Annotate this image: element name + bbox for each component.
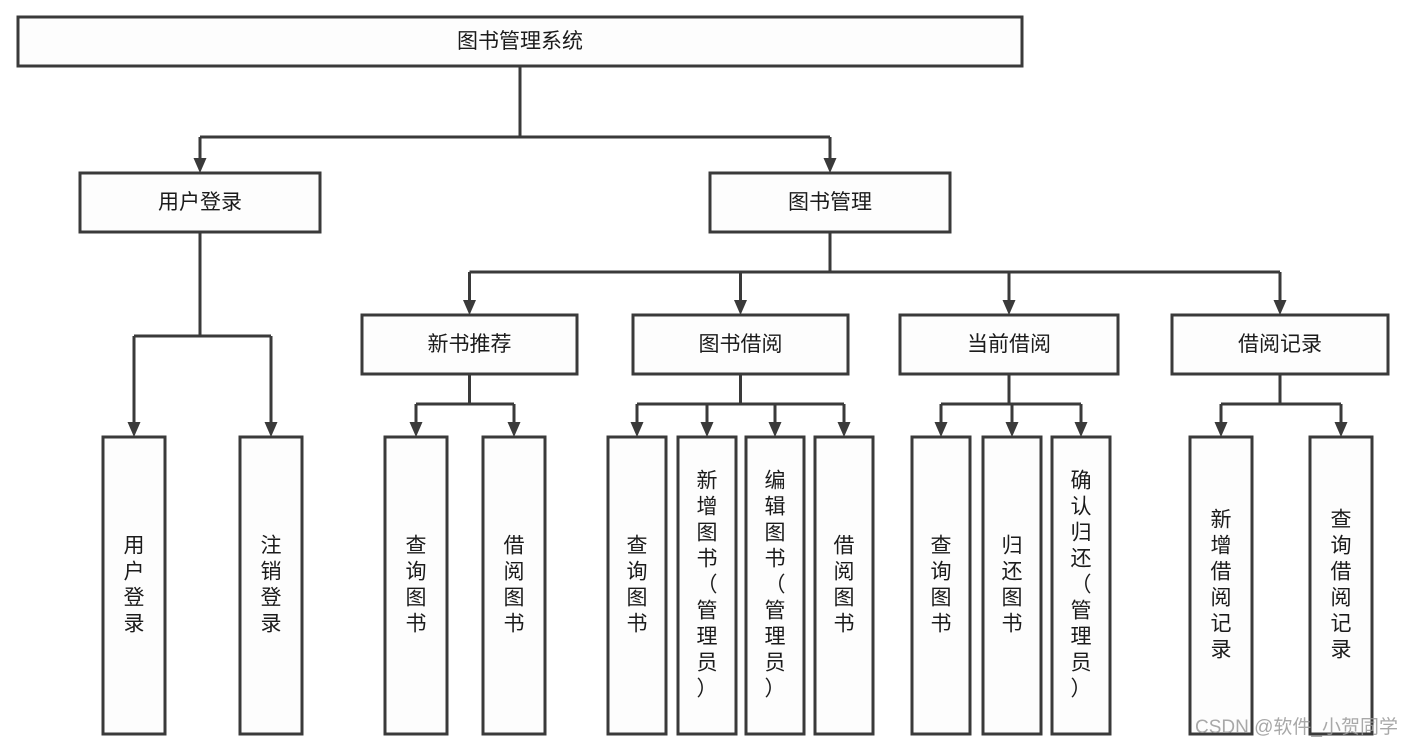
node-label: 借阅图书 [504, 534, 525, 635]
node-label: 新增借阅记录 [1211, 508, 1232, 661]
arrow-head [734, 300, 747, 315]
node-box [383, 435, 449, 736]
arrow-head [193, 158, 207, 173]
node-leaf-2[interactable]: 查询图书 [383, 435, 449, 736]
node-leaf-3[interactable]: 借阅图书 [481, 435, 547, 736]
node-label: 图书管理 [788, 191, 872, 214]
arrow-head [1334, 422, 1348, 437]
node-box [898, 313, 1120, 376]
node-leaf-7[interactable]: 借阅图书 [813, 435, 875, 736]
node-box [606, 435, 668, 736]
node-box [101, 435, 167, 736]
arrow-head [630, 422, 644, 437]
arrow-head [264, 422, 278, 437]
node-box [631, 313, 850, 376]
arrow-head [127, 422, 141, 437]
node-label: 图书借阅 [699, 333, 783, 356]
node-level2-2[interactable]: 当前借阅 [898, 313, 1120, 376]
node-label: 借阅记录 [1238, 333, 1322, 356]
node-layer: 图书管理系统用户登录图书管理新书推荐图书借阅当前借阅借阅记录用户登录注销登录查询… [16, 15, 1390, 736]
node-root[interactable]: 图书管理系统 [16, 15, 1024, 68]
node-leaf-4[interactable]: 查询图书 [606, 435, 668, 736]
node-label: 编辑图书（管理员） [765, 469, 786, 700]
node-label: 用户登录 [158, 191, 242, 214]
node-box [1188, 435, 1254, 736]
connector-layer [127, 66, 1348, 437]
node-level1-0[interactable]: 用户登录 [78, 171, 322, 234]
node-label: 当前借阅 [967, 333, 1051, 356]
node-leaf-10[interactable]: 确认归还（管理员） [1050, 435, 1112, 736]
node-level2-0[interactable]: 新书推荐 [360, 313, 579, 376]
node-box [744, 435, 806, 736]
arrow-head [409, 422, 423, 437]
node-leaf-6[interactable]: 编辑图书（管理员） [744, 435, 806, 736]
node-box [676, 435, 738, 736]
node-leaf-9[interactable]: 归还图书 [981, 435, 1043, 736]
arrow-head [823, 158, 837, 173]
node-label: 查询借阅记录 [1331, 508, 1352, 661]
node-box [1170, 313, 1390, 376]
node-label: 查询图书 [406, 534, 427, 635]
node-box [481, 435, 547, 736]
node-leaf-11[interactable]: 新增借阅记录 [1188, 435, 1254, 736]
node-box [78, 171, 322, 234]
node-box [1308, 435, 1374, 736]
node-label: 借阅图书 [834, 534, 855, 635]
node-box [910, 435, 972, 736]
node-label: 归还图书 [1002, 534, 1023, 635]
arrow-head [507, 422, 521, 437]
arrow-head [463, 300, 476, 315]
node-box [1050, 435, 1112, 736]
node-box [708, 171, 952, 234]
arrow-head [768, 422, 782, 437]
node-label: 注销登录 [261, 534, 282, 635]
arrow-head [1214, 422, 1228, 437]
arrow-head [837, 422, 851, 437]
node-box [813, 435, 875, 736]
node-box [238, 435, 304, 736]
arrow-head [934, 422, 948, 437]
node-leaf-5[interactable]: 新增图书（管理员） [676, 435, 738, 736]
node-leaf-1[interactable]: 注销登录 [238, 435, 304, 736]
arrow-head [1074, 422, 1088, 437]
csdn-watermark: CSDN @软件_小贺同学 [1195, 716, 1398, 738]
node-leaf-8[interactable]: 查询图书 [910, 435, 972, 736]
arrow-head [1002, 300, 1016, 315]
node-label: 查询图书 [627, 534, 648, 635]
node-box [360, 313, 579, 376]
node-leaf-0[interactable]: 用户登录 [101, 435, 167, 736]
node-label: 确认归还（管理员） [1071, 469, 1092, 700]
arrow-head [1005, 422, 1019, 437]
node-label: 新书推荐 [428, 333, 512, 356]
node-leaf-12[interactable]: 查询借阅记录 [1308, 435, 1374, 736]
node-label: 新增图书（管理员） [697, 469, 718, 700]
node-level2-1[interactable]: 图书借阅 [631, 313, 850, 376]
node-level2-3[interactable]: 借阅记录 [1170, 313, 1390, 376]
node-label: 用户登录 [124, 534, 145, 635]
node-level1-1[interactable]: 图书管理 [708, 171, 952, 234]
node-box [16, 15, 1024, 68]
node-label: 图书管理系统 [457, 30, 583, 53]
arrow-head [700, 422, 714, 437]
arrow-head [1273, 300, 1287, 315]
node-box [981, 435, 1043, 736]
node-label: 查询图书 [931, 534, 952, 635]
